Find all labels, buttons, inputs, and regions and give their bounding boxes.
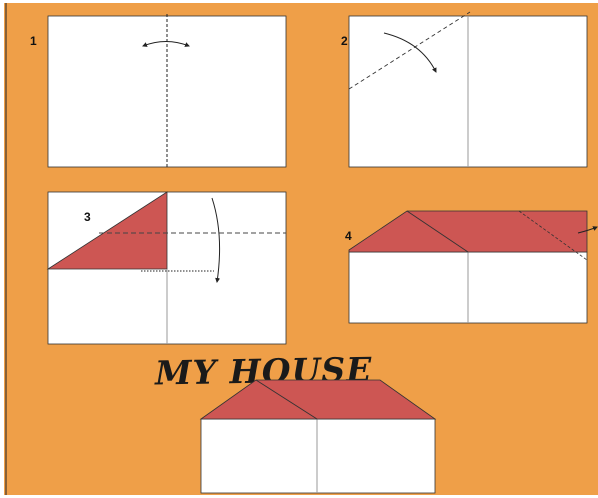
step-1: 1 <box>30 14 286 167</box>
step-3: 3 <box>48 192 286 344</box>
step-2-number: 2 <box>341 34 348 48</box>
step-4: 4 <box>345 211 597 323</box>
step-1-number: 1 <box>30 34 37 48</box>
house-walls <box>201 419 435 493</box>
step-4-number: 4 <box>345 229 352 243</box>
step-2: 2 <box>341 12 587 167</box>
finished-house <box>201 380 435 493</box>
step-3-number: 3 <box>84 210 91 224</box>
